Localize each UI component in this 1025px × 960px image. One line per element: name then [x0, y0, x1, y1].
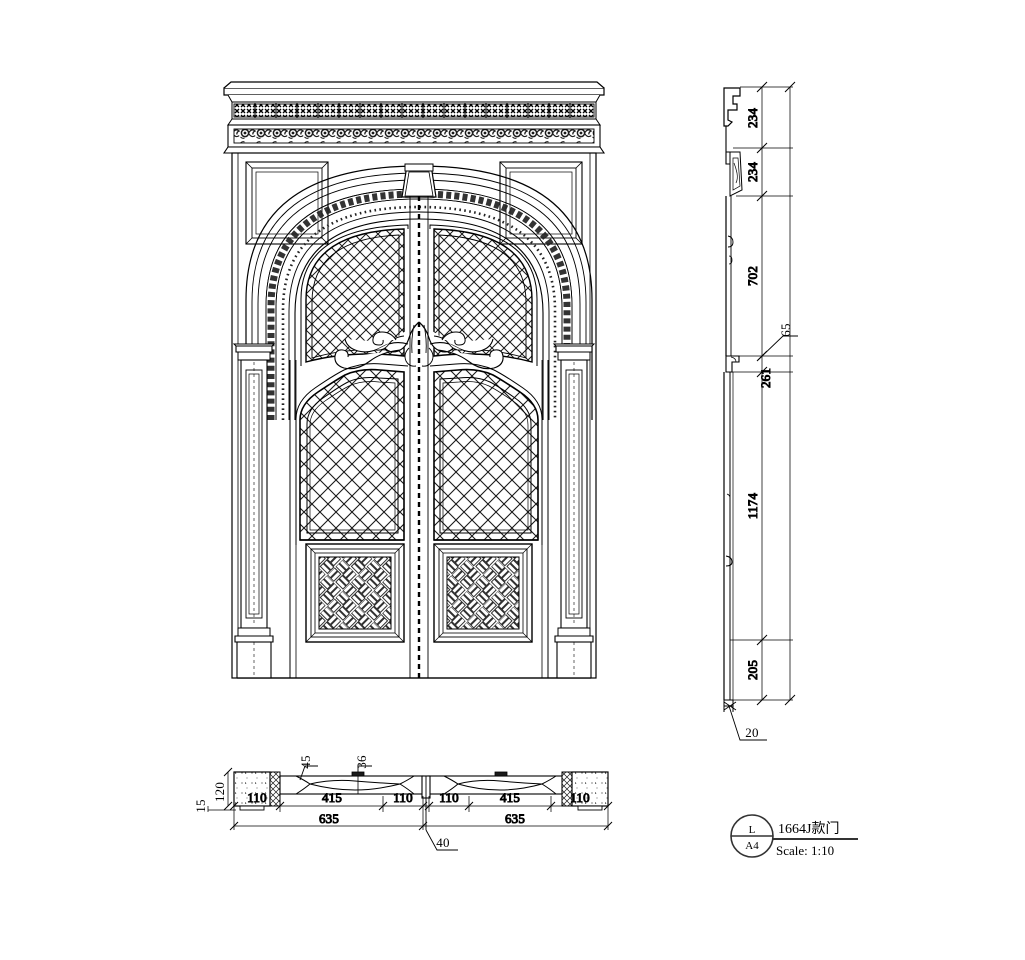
glazed-panel-right — [429, 363, 543, 545]
dentil-band — [233, 103, 595, 118]
plan-110-d-text: 110 — [570, 790, 590, 805]
front-elevation — [222, 81, 606, 679]
plan-110-c-text: 110 — [439, 790, 459, 805]
detail-bubble-top-text: L — [749, 824, 756, 836]
basketweave-panel-left — [305, 543, 405, 643]
spandrel-panel-left — [245, 161, 329, 245]
plan-415-b-text: 415 — [500, 790, 520, 805]
leader-65: 65 — [757, 323, 798, 361]
drawing-title-text: 1664J款门 — [778, 821, 839, 837]
plan-120-text: 120 — [212, 782, 227, 802]
plan-dimension-chain — [229, 796, 613, 831]
title-block: L A4 1664J款门 Scale: 1:10 — [730, 814, 858, 858]
plan-635-a-text: 635 — [319, 811, 339, 826]
dim-205-text: 205 — [745, 660, 760, 680]
leader-20: 20 — [723, 701, 767, 741]
plan-110-a-text: 110 — [247, 790, 267, 805]
side-section: 234 234 702 261 1174 205 65 20 — [723, 81, 798, 741]
plan-leader-45-text: 45 — [298, 755, 313, 768]
pilaster-right — [552, 343, 596, 679]
glazed-panel-left — [295, 363, 409, 545]
plan-leaf-right — [427, 771, 563, 795]
plan-leader-40: 40 — [425, 829, 458, 851]
leader-65-text: 65 — [778, 323, 793, 336]
basketweave-panel-right — [433, 543, 533, 643]
dim-1174-text: 1174 — [745, 493, 760, 520]
plan-jamb-right — [561, 771, 609, 811]
keystone — [401, 163, 437, 198]
plan-leader-45: 45 — [298, 755, 318, 781]
dim-261-text: 261 — [758, 368, 773, 388]
dim-234-a-text: 234 — [745, 108, 760, 128]
plan-section: 110 415 110 110 415 110 635 635 120 15 4… — [193, 755, 613, 851]
plan-leader-40-text: 40 — [436, 835, 449, 850]
dim-234-b-text: 234 — [745, 162, 760, 182]
plan-leader-36-text: 36 — [354, 755, 369, 769]
plan-415-a-text: 415 — [322, 790, 342, 805]
plan-15-text: 15 — [193, 799, 208, 812]
side-profile — [723, 87, 743, 712]
plan-leader-36: 36 — [354, 755, 372, 772]
scroll-frieze-band — [233, 128, 595, 144]
plan-vertical-dims: 120 15 — [193, 767, 236, 813]
plan-110-b-text: 110 — [393, 790, 413, 805]
dim-702-text: 702 — [745, 266, 760, 286]
cornice — [222, 81, 606, 154]
detail-bubble-bottom-text: A4 — [745, 840, 759, 852]
side-dimension-labels: 234 234 702 261 1174 205 — [745, 107, 774, 680]
plan-dimension-labels: 110 415 110 110 415 110 635 635 — [247, 790, 590, 827]
scale-label-text: Scale: 1:10 — [776, 843, 834, 858]
plan-635-b-text: 635 — [505, 811, 525, 826]
fanlight-left — [300, 224, 409, 366]
leader-20-text: 20 — [745, 725, 758, 740]
